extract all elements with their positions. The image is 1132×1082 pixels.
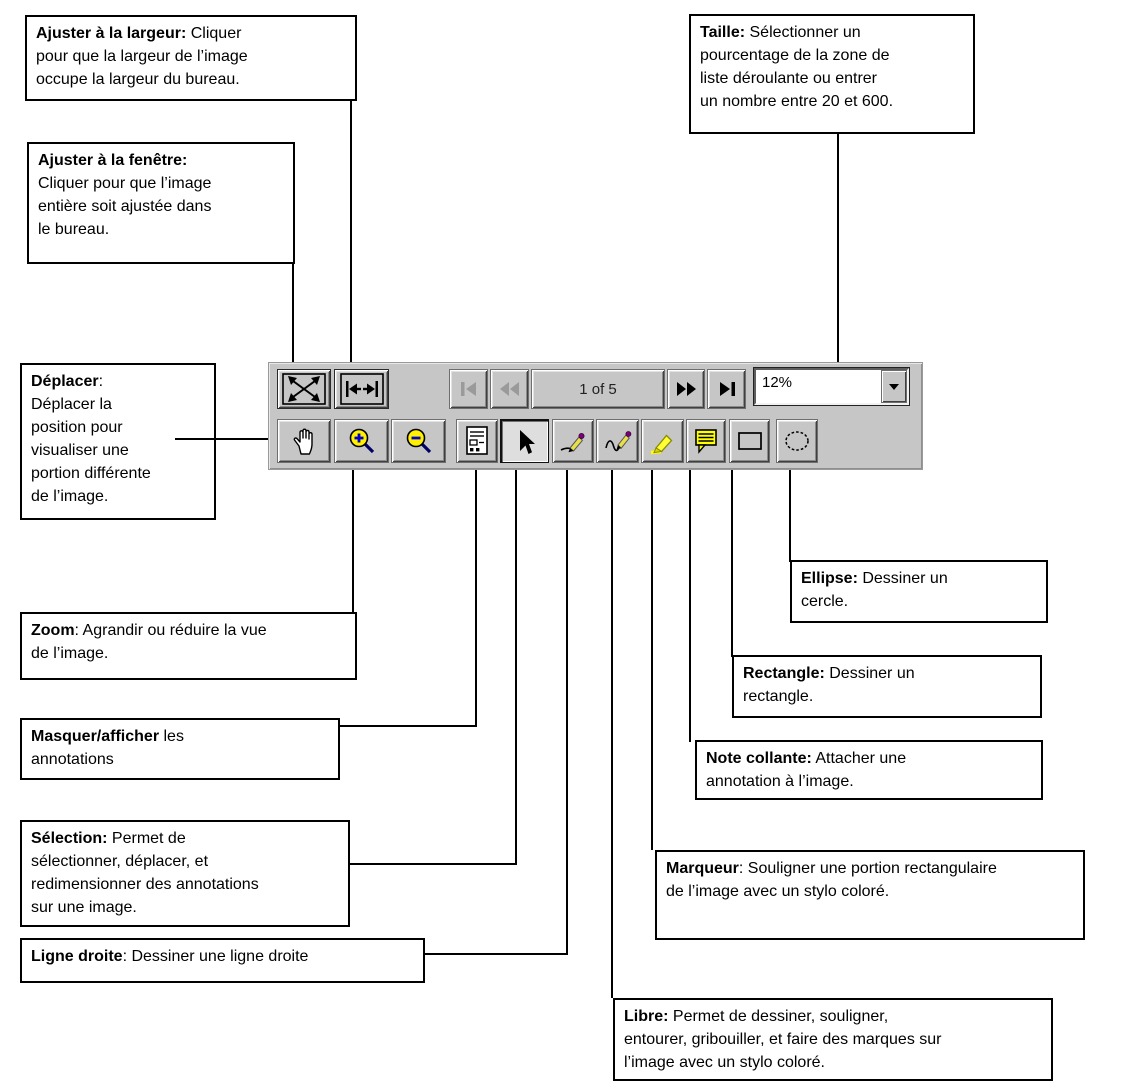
- callout-drag: Déplacer: Déplacer la position pour visu…: [20, 363, 216, 520]
- select-annotation-button[interactable]: [500, 419, 549, 463]
- nav-next-icon: [677, 382, 696, 396]
- connector-selection-vertical: [515, 458, 517, 865]
- connector-zoom: [352, 460, 354, 613]
- page-counter: 1 of 5: [531, 369, 665, 409]
- connector-size: [837, 134, 839, 365]
- fit-width-arrows-icon: [339, 373, 384, 405]
- zoom-percentage-combobox[interactable]: 12%: [753, 367, 910, 406]
- imaging-toolbar: 1 of 5 12%: [268, 362, 923, 470]
- connector-highlighter: [651, 458, 653, 850]
- fit-window-arrows-icon: [282, 373, 326, 405]
- hand-pan-icon: [293, 428, 313, 455]
- ellipse-button[interactable]: [776, 419, 818, 463]
- callout-straight-line: Ligne droite: Dessiner une ligne droite: [20, 938, 425, 983]
- nav-first-icon: [460, 382, 476, 396]
- callout-highlighter: Marqueur: Souligner une portion rectangu…: [655, 850, 1085, 940]
- connector-ellipse: [789, 458, 791, 562]
- annotations-document-icon: [466, 426, 488, 455]
- fit-window-button[interactable]: [277, 369, 331, 409]
- selection-arrow-icon: [520, 429, 535, 454]
- connector-selection-horizontal: [350, 863, 517, 865]
- callout-fit-width: Ajuster à la largeur: Cliquer pour que l…: [25, 15, 357, 101]
- rectangle-button[interactable]: [729, 419, 770, 463]
- freehand-button[interactable]: [596, 419, 639, 463]
- sticky-note-button[interactable]: [686, 419, 726, 463]
- callout-sticky-note: Note collante: Attacher une annotation à…: [695, 740, 1043, 800]
- straight-line-pen-icon: [560, 433, 585, 453]
- callout-rectangle: Rectangle: Dessiner un rectangle.: [732, 655, 1042, 718]
- dropdown-arrow-icon: [889, 383, 899, 390]
- nav-last-icon: [719, 382, 735, 396]
- nav-first-page-button[interactable]: [449, 369, 488, 409]
- zoom-out-button[interactable]: [391, 419, 446, 463]
- zoom-in-button[interactable]: [334, 419, 389, 463]
- callout-size: Taille: Sélectionner un pourcentage de l…: [689, 14, 975, 134]
- highlighter-marker-icon: [650, 434, 672, 455]
- straight-line-button[interactable]: [552, 419, 594, 463]
- zoom-percentage-value[interactable]: 12%: [762, 374, 793, 391]
- pan-hand-button[interactable]: [277, 419, 331, 463]
- connector-sticky-note: [689, 458, 691, 742]
- callout-freehand: Libre: Permet de dessiner, souligner, en…: [613, 998, 1053, 1081]
- callout-zoom: Zoom: Agrandir ou réduire la vue de l’im…: [20, 612, 357, 680]
- sticky-note-icon: [695, 429, 717, 454]
- connector-freehand: [611, 458, 613, 998]
- freehand-pen-icon: [604, 431, 631, 452]
- magnifier-minus-icon: [406, 428, 431, 454]
- connector-straight-line-vertical: [566, 455, 568, 955]
- ellipse-dashed-icon: [785, 431, 809, 451]
- callout-toggle-annotations: Masquer/afficher les annotations: [20, 718, 340, 780]
- rectangle-outline-icon: [737, 432, 762, 450]
- callout-selection: Sélection: Permet de sélectionner, dépla…: [20, 820, 350, 927]
- connector-rectangle: [731, 458, 733, 657]
- zoom-dropdown-button[interactable]: [881, 370, 907, 403]
- connector-annotations-vertical: [475, 458, 477, 727]
- callout-fit-window: Ajuster à la fenêtre: Cliquer pour que l…: [27, 142, 295, 264]
- callout-ellipse: Ellipse: Dessiner un cercle.: [790, 560, 1048, 623]
- nav-previous-page-button[interactable]: [490, 369, 529, 409]
- nav-previous-icon: [499, 382, 519, 396]
- nav-next-page-button[interactable]: [667, 369, 705, 409]
- connector-fit-window: [292, 264, 294, 382]
- connector-straight-line-horizontal: [425, 953, 568, 955]
- toggle-annotations-button[interactable]: [456, 419, 498, 463]
- highlighter-button[interactable]: [641, 419, 684, 463]
- connector-drag: [175, 438, 285, 440]
- connector-annotations-horizontal: [340, 725, 477, 727]
- fit-width-button[interactable]: [334, 369, 389, 409]
- magnifier-plus-icon: [349, 428, 374, 454]
- nav-last-page-button[interactable]: [707, 369, 746, 409]
- connector-fit-width: [350, 101, 352, 369]
